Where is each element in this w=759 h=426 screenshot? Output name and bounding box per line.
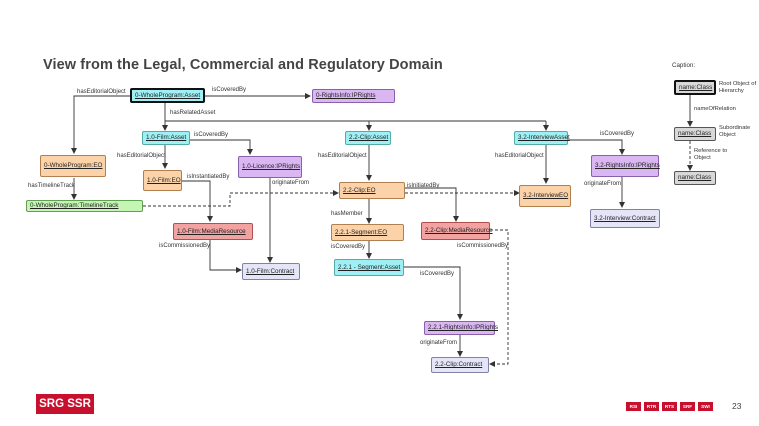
edge-label: hasEditorialObject xyxy=(77,89,126,95)
edge-label: hasEditorialObject xyxy=(117,153,166,159)
legend-ref-node: name:Class xyxy=(674,171,716,185)
edge-root-eo xyxy=(71,95,130,154)
node-segment-asset[interactable]: 2.2.1 - Segment:Asset xyxy=(334,259,404,276)
srg-ssr-logo: SRG SSR xyxy=(36,394,94,414)
legend-ref-desc: Reference to Object xyxy=(694,148,728,161)
page-title: View from the Legal, Commercial and Regu… xyxy=(43,57,443,73)
node-timeline-track[interactable]: 0-WholeProgram:TimelineTrack xyxy=(26,200,143,212)
edge-label: hasTimelineTrack xyxy=(28,183,75,189)
node-segment-eo[interactable]: 2.2.1-Segment:EO xyxy=(331,224,404,241)
edge-related-bar xyxy=(164,103,546,122)
node-film-media-resource[interactable]: 1.0-Film:MediaResource xyxy=(173,223,253,240)
page-number: 23 xyxy=(732,401,742,411)
node-interview-eo[interactable]: 3.2-InterviewEO xyxy=(519,185,571,207)
edge-label: isCoveredBy xyxy=(600,131,635,137)
edge-label: isInitiatedBy xyxy=(407,183,440,189)
legend-root-desc: Root Object of Hierarchy xyxy=(719,81,757,94)
edge-label: isCoveredBy xyxy=(194,132,229,138)
node-whole-program-asset[interactable]: 0-WholeProgram:Asset xyxy=(130,88,205,103)
node-whole-program-eo[interactable]: 0-WholeProgram:EO xyxy=(40,155,106,177)
edge-label: isCoveredBy xyxy=(331,244,366,250)
node-clip-eo[interactable]: 2.2-Clip:EO xyxy=(339,182,405,199)
unit-badges: RSI RTR RTS SRF SWI xyxy=(626,402,713,411)
node-film-asset[interactable]: 1.0-Film:Asset xyxy=(142,131,190,145)
edge-label: isCoveredBy xyxy=(420,271,455,277)
legend-sub-node: name:Class xyxy=(674,127,716,141)
badge-rtr: RTR xyxy=(644,402,659,411)
legend-caption: Caption: xyxy=(672,62,696,69)
edge-label: hasMember xyxy=(331,211,363,217)
badge-srf: SRF xyxy=(680,402,695,411)
node-interview-asset[interactable]: 3.2-InterviewAsset xyxy=(514,131,570,145)
edge-label: isCommissionedBy xyxy=(159,243,211,249)
legend-relation: nameOfRelation xyxy=(694,106,736,112)
legend-sub-desc: Subordinate Object xyxy=(719,125,751,138)
node-rightsinfo-iprights-221[interactable]: 2.2.1-RightsInfo:IPRights xyxy=(424,321,498,335)
node-licence-iprights[interactable]: 1.0-Licence:IPRights xyxy=(238,156,302,178)
edge-label: originateFrom xyxy=(272,180,310,186)
edge-label: isCoveredBy xyxy=(212,87,247,93)
legend-root-node: name:Class xyxy=(674,80,716,95)
edge-label: isInstantiatedBy xyxy=(187,174,230,180)
node-clip-asset[interactable]: 2.2-Clip:Asset xyxy=(345,131,391,145)
badge-swi: SWI xyxy=(698,402,713,411)
node-clip-contract[interactable]: 2.2-Clip:Contract xyxy=(431,357,489,373)
badge-rts: RTS xyxy=(662,402,677,411)
edge-label: isCommissionedBy xyxy=(457,243,509,249)
node-film-contract[interactable]: 1.0-Film:Contract xyxy=(242,263,300,280)
node-interview-contract[interactable]: 3.2-Interview:Contract xyxy=(590,209,660,228)
badge-rsi: RSI xyxy=(626,402,641,411)
edge-label: originateFrom xyxy=(420,340,458,346)
node-film-eo[interactable]: 1.0-Film:EO xyxy=(143,170,182,191)
node-clip-media-resource[interactable]: 2.2-Clip:MediaResource xyxy=(421,222,493,240)
edge-label: hasRelatedAsset xyxy=(170,110,216,116)
node-rightsinfo-iprights-0[interactable]: 0-RightsInfo:IPRights xyxy=(312,89,395,103)
edge-label: hasEditorialObject xyxy=(318,153,367,159)
edge-label: hasEditorialObject xyxy=(495,153,544,159)
edge-label: originateFrom xyxy=(584,181,622,187)
node-rightsinfo-iprights-32[interactable]: 3.2-RightsInfo:IPRights xyxy=(591,155,660,177)
